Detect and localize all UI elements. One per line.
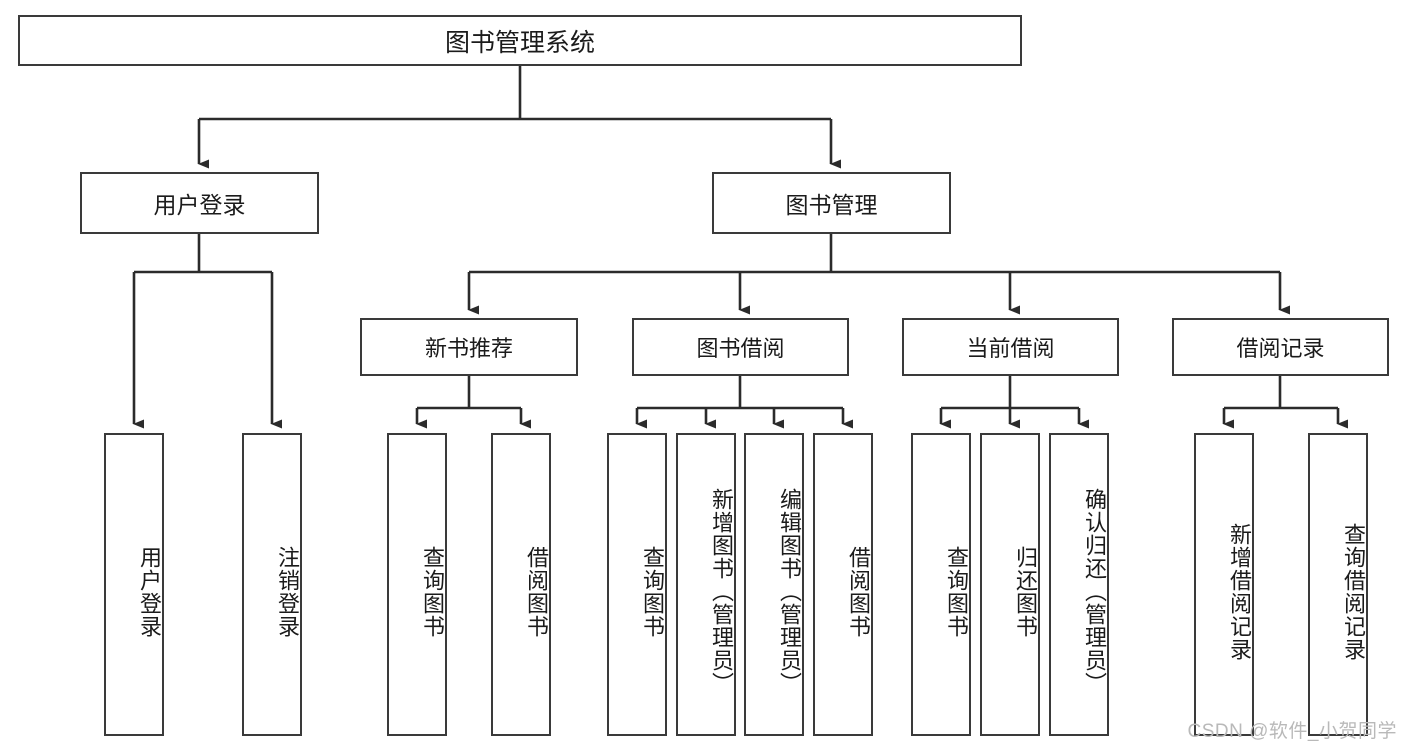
leaf-book-borrow-query-book[interactable]: 查询图书	[607, 433, 667, 736]
node-label: 借阅记录	[1236, 336, 1325, 361]
leaf-borrow-record-add-record[interactable]: 新增借阅记录	[1194, 433, 1254, 736]
node-label: 确认归还（管理员）	[1082, 488, 1107, 695]
node-book-management[interactable]: 图书管理	[712, 172, 951, 234]
watermark-text: CSDN @软件_小贺同学	[1187, 721, 1397, 742]
leaf-user-login-logout[interactable]: 注销登录	[242, 433, 302, 736]
node-label: 查询借阅记录	[1341, 522, 1366, 661]
node-label: 图书管理系统	[444, 28, 595, 57]
node-label: 借阅图书	[846, 545, 871, 638]
leaf-book-borrow-add-book-admin[interactable]: 新增图书（管理员）	[676, 433, 736, 736]
node-label: 查询图书	[944, 545, 969, 638]
node-label: 归还图书	[1013, 545, 1038, 638]
node-root-book-management-system[interactable]: 图书管理系统	[18, 15, 1022, 66]
node-label: 查询图书	[640, 545, 665, 638]
node-label: 新书推荐	[424, 336, 513, 361]
node-user-login[interactable]: 用户登录	[80, 172, 319, 234]
node-label: 图书借阅	[696, 336, 785, 361]
leaf-current-borrow-return-book[interactable]: 归还图书	[980, 433, 1040, 736]
leaf-new-book-query-book[interactable]: 查询图书	[387, 433, 447, 736]
leaf-book-borrow-borrow-book[interactable]: 借阅图书	[813, 433, 873, 736]
node-label: 借阅图书	[524, 545, 549, 638]
leaf-book-borrow-edit-book-admin[interactable]: 编辑图书（管理员）	[744, 433, 804, 736]
node-label: 用户登录	[137, 545, 162, 638]
node-label: 新增图书（管理员）	[709, 488, 734, 695]
leaf-new-book-borrow-book[interactable]: 借阅图书	[491, 433, 551, 736]
node-label: 用户登录	[153, 192, 246, 218]
leaf-current-borrow-confirm-return-admin[interactable]: 确认归还（管理员）	[1049, 433, 1109, 736]
node-borrow-record[interactable]: 借阅记录	[1172, 318, 1389, 376]
node-book-borrow[interactable]: 图书借阅	[632, 318, 849, 376]
leaf-borrow-record-query-record[interactable]: 查询借阅记录	[1308, 433, 1368, 736]
node-label: 编辑图书（管理员）	[777, 488, 802, 695]
leaf-current-borrow-query-book[interactable]: 查询图书	[911, 433, 971, 736]
node-label: 新增借阅记录	[1227, 522, 1252, 661]
node-label: 当前借阅	[966, 336, 1055, 361]
node-label: 查询图书	[420, 545, 445, 638]
node-label: 注销登录	[275, 545, 300, 638]
node-label: 图书管理	[785, 192, 878, 218]
node-current-borrow[interactable]: 当前借阅	[902, 318, 1119, 376]
node-new-book-recommend[interactable]: 新书推荐	[360, 318, 578, 376]
leaf-user-login-login[interactable]: 用户登录	[104, 433, 164, 736]
